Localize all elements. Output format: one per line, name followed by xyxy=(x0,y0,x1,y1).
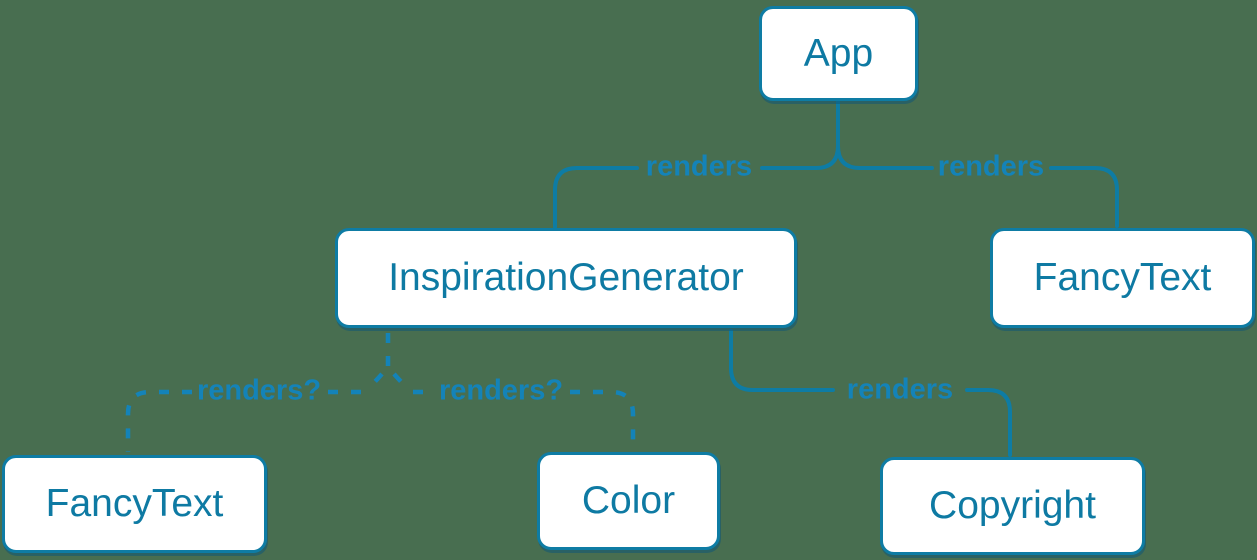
node-app: App xyxy=(759,6,918,101)
node-app-label: App xyxy=(803,31,874,75)
edge-inspirationgenerator-to-fancytext-dashed xyxy=(125,372,384,452)
edge-label-inspirationgenerator-color: renders? xyxy=(438,374,564,407)
edge-label-app-inspirationgenerator: renders xyxy=(645,150,753,183)
node-copyright-label: Copyright xyxy=(929,484,1096,527)
edge-label-app-fancytext: renders xyxy=(937,150,1045,183)
node-fancy-text-bottom: FancyText xyxy=(2,455,267,553)
node-fancy-text-top: FancyText xyxy=(990,228,1255,328)
node-fancy-text-top-label: FancyText xyxy=(1033,256,1212,299)
node-inspiration-generator-label: InspirationGenerator xyxy=(388,256,744,299)
edge-inspirationgenerator-to-color-dashed xyxy=(392,372,636,448)
node-inspiration-generator: InspirationGenerator xyxy=(335,228,797,328)
node-copyright: Copyright xyxy=(880,457,1145,555)
edge-inspirationgenerator-to-copyright xyxy=(729,329,1012,457)
node-color-label: Color xyxy=(581,479,676,522)
node-color: Color xyxy=(537,452,720,550)
edge-app-to-fancytext xyxy=(836,99,1119,228)
node-fancy-text-bottom-label: FancyText xyxy=(45,482,224,525)
edge-label-inspirationgenerator-fancytext: renders? xyxy=(196,374,322,407)
edge-label-inspirationgenerator-copyright: renders xyxy=(846,373,954,406)
